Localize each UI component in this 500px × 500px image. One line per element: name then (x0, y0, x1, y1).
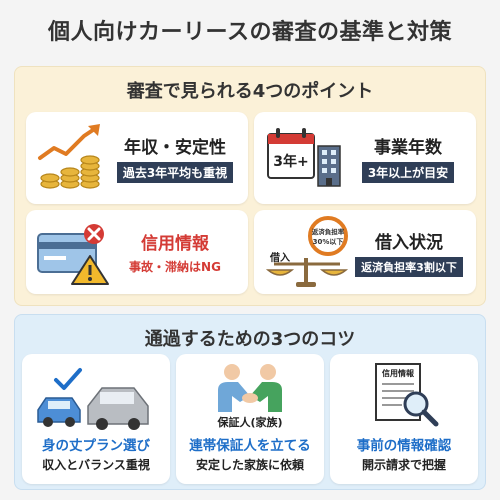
gauge-label-percent: 30%以下 (313, 238, 344, 246)
point-card-income-label: 過去3年平均も重視 (116, 162, 234, 183)
tip-card-info-check-title: 事前の情報確認 (356, 438, 452, 454)
handshake-icon (218, 364, 282, 412)
point-card-business-years-label: 3年以上が目安 (361, 162, 455, 183)
tips-panel-title: 通過するための3つのコツ (144, 329, 356, 350)
document-magnifier-icon: 信用情報 (375, 363, 439, 427)
points-panel-title: 審査で見られる4つのポイント (126, 81, 374, 102)
coin-stack-growth-icon (38, 124, 100, 189)
document-label: 信用情報 (382, 368, 415, 378)
credit-card-warning-icon (37, 224, 109, 285)
calendar-building-icon: 3年+ (267, 128, 341, 187)
point-card-income: 年収・安定性 過去3年平均も重視 (26, 112, 248, 204)
page-title: 個人向けカーリースの審査の基準と対策 (48, 20, 452, 45)
tip-card-info-check-label: 開示請求で把握 (361, 458, 446, 472)
tip-card-plan: 身の丈プラン選び 収入とバランス重視 (22, 354, 170, 484)
scale-label: 借入 (269, 251, 290, 264)
tip-card-plan-title: 身の丈プラン選び (42, 438, 150, 454)
balance-scale-icon: 返済負担率 30%以下 借入 (265, 216, 349, 287)
tip-card-guarantor: 保証人(家族) 連帯保証人を立てる 安定した家族に依頼 (176, 354, 324, 484)
point-card-credit-info: 信用情報 事故・滞納はNG (26, 210, 248, 294)
point-card-debt-status: 返済負担率 30%以下 借入 借入状況 返済負担率3割以下 (254, 210, 476, 294)
point-card-credit-info-title: 信用情報 (141, 234, 209, 254)
point-card-debt-status-label: 返済負担率3割以下 (355, 256, 463, 277)
tip-card-plan-label: 収入とバランス重視 (42, 458, 150, 472)
tip-card-guarantor-label: 安定した家族に依頼 (195, 458, 304, 472)
point-card-business-years-title: 事業年数 (374, 138, 442, 158)
tip-card-info-check: 信用情報 事前の情報確認 開示請求で把握 (330, 354, 478, 484)
point-card-credit-info-label: 事故・滞納はNG (129, 260, 221, 274)
point-card-business-years: 3年+ 事業年数 3年以上が目安 (254, 112, 476, 204)
point-card-debt-status-title: 借入状況 (375, 232, 443, 253)
tip-card-guarantor-title: 連帯保証人を立てる (189, 438, 311, 454)
cars-checkmark-icon (37, 368, 149, 430)
gauge-label-ratio: 返済負担率 (312, 227, 345, 236)
guarantor-label: 保証人(家族) (217, 416, 283, 429)
point-card-income-title: 年収・安定性 (124, 138, 226, 158)
calendar-label: 3年+ (273, 153, 308, 170)
